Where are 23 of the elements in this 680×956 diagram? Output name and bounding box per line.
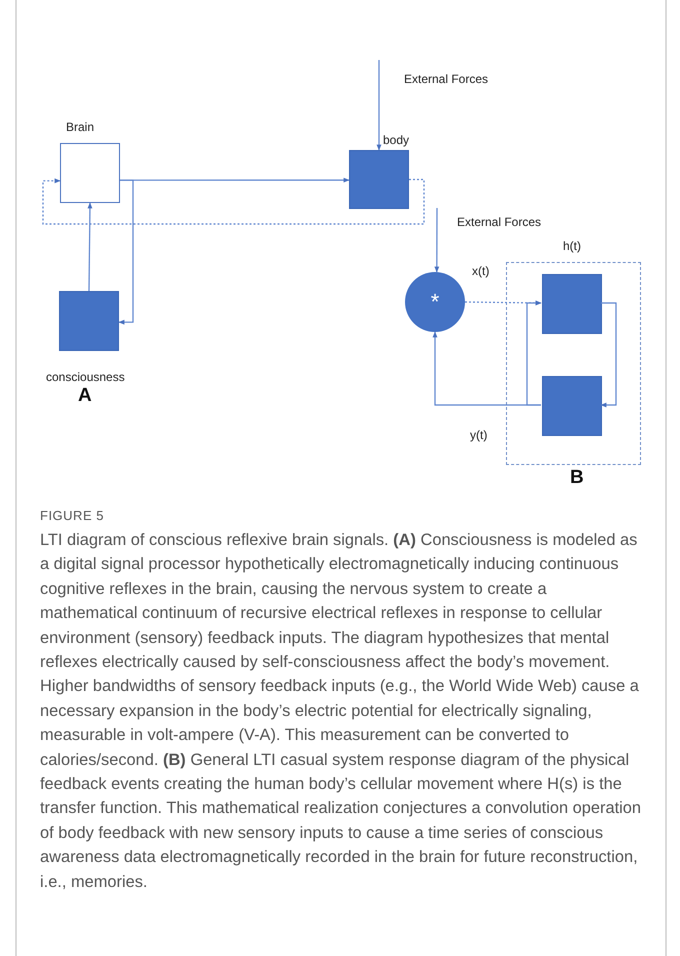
- panel-letter: A: [78, 385, 92, 407]
- block-box: [542, 274, 602, 334]
- edge-label: External Forces: [403, 72, 490, 86]
- figure-caption: LTI diagram of conscious reflexive brain signals. (A) Consciousness is modeled as a digital signal processor hypothetically electromagnetically inducing continuous cognitive reflexes in the brain, causing the nervous system to create a mathematical continuum of recursive electrical reflexes in response to cellular environment (sensory) feedback inputs. The diagram hypothesizes that mental reflexes electrically caused by self-consciousness affect the body’s movement. Higher bandwidths of sensory feedback inputs (e.g., the World Wide Web) cause a necessary expansion in the body’s electric potential for electrically signaling, measurable in volt-ampere (V-A). This measurement can be converted to calories/second. (B) General LTI casual system response diagram of the physical feedback events creating the human body’s cellular movement where H(s) is the transfer function. This mathematical realization conjectures a convolution operation of body feedback with new sensory inputs to cause a time series of conscious awareness data electromagnetically recorded in the brain for future reconstruction, i.e., memories.: [40, 530, 642, 893]
- edge-label: x(t): [471, 264, 490, 278]
- arrow: [376, 60, 382, 151]
- edge-label: y(t): [469, 428, 488, 442]
- arrow: [118, 180, 134, 325]
- arrow: [526, 300, 542, 406]
- arrow: [465, 300, 542, 306]
- node-label: body: [383, 133, 410, 147]
- panel-letter: B: [570, 467, 584, 489]
- node-label: h(t): [563, 239, 581, 253]
- node-label: Brain: [66, 120, 94, 134]
- arrow: [600, 302, 617, 408]
- arrow: [434, 208, 440, 273]
- operator-symbol: *: [430, 289, 440, 315]
- figure-title: FIGURE 5: [40, 508, 104, 523]
- arrow: [42, 178, 425, 225]
- block-box: [542, 376, 602, 436]
- edge-label: External Forces: [456, 215, 542, 229]
- node-label: consciousness: [46, 370, 125, 384]
- arrow: [88, 202, 92, 291]
